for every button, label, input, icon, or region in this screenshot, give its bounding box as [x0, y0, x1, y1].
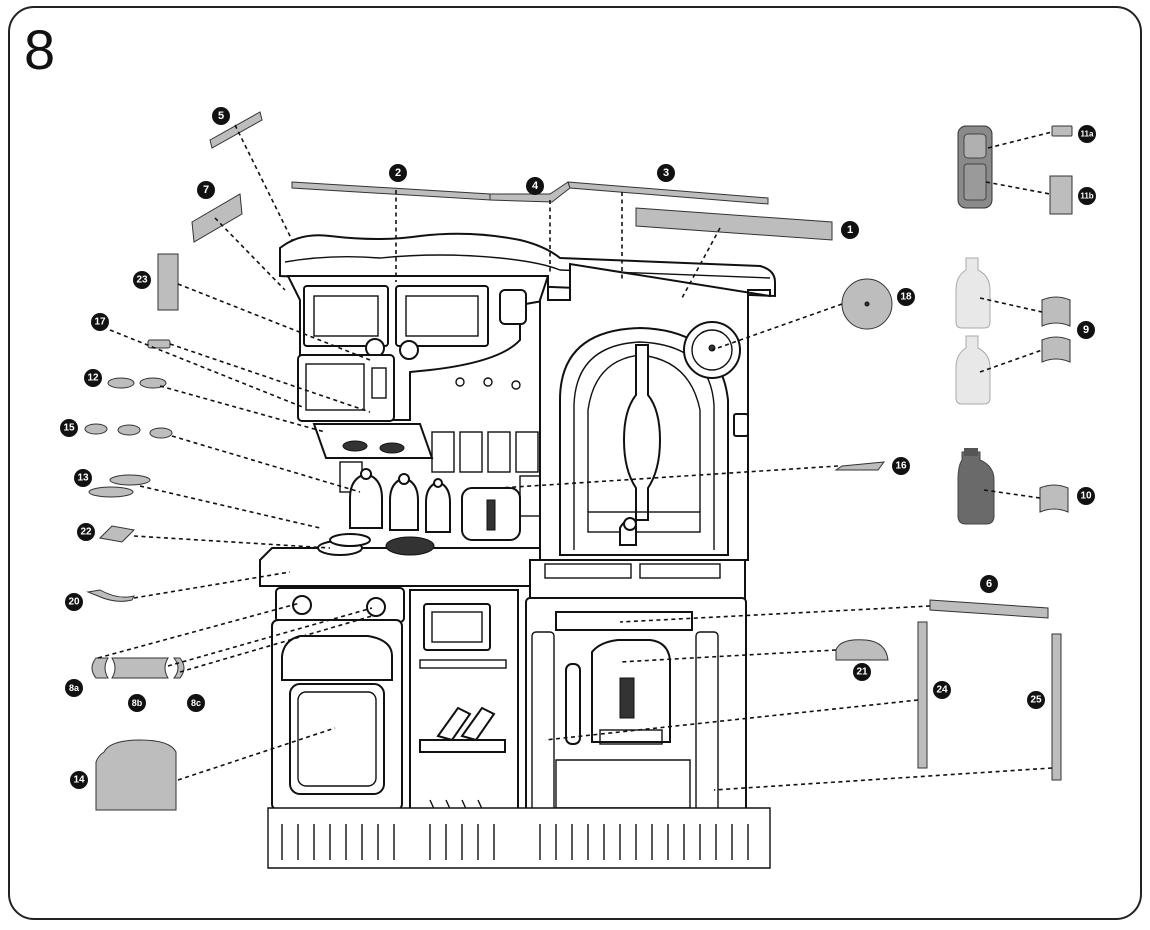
svg-text:23: 23 [136, 275, 148, 286]
callout-10: 10 [1077, 487, 1095, 505]
sticker-3 [567, 181, 769, 205]
svg-text:8b: 8b [132, 698, 143, 708]
callout-11a: 11a [1078, 125, 1096, 143]
callout-23: 23 [133, 271, 151, 289]
sticker-10 [1039, 484, 1069, 513]
sticker-20 [86, 589, 135, 602]
callout-3: 3 [657, 164, 675, 182]
callout-4: 4 [526, 177, 544, 195]
callout-24: 24 [933, 681, 951, 699]
callout-8a: 8a [65, 679, 83, 697]
callout-2: 2 [389, 164, 407, 182]
callout-6: 6 [980, 575, 998, 593]
svg-text:8a: 8a [69, 683, 80, 693]
callout-21: 21 [853, 663, 871, 681]
callout-16: 16 [892, 457, 910, 475]
callout-15: 15 [60, 419, 78, 437]
callout-14: 14 [70, 771, 88, 789]
callout-8c: 8c [187, 694, 205, 712]
callout-22: 22 [77, 523, 95, 541]
svg-text:11a: 11a [1081, 130, 1094, 139]
svg-text:22: 22 [80, 527, 92, 538]
svg-text:5: 5 [218, 110, 224, 122]
svg-text:25: 25 [1030, 695, 1042, 706]
sticker-17 [147, 339, 171, 349]
sticker-9a [1041, 296, 1071, 327]
sticker-16 [834, 461, 886, 471]
callout-7: 7 [197, 181, 215, 199]
callout-8b: 8b [128, 694, 146, 712]
svg-text:8c: 8c [191, 698, 201, 708]
sticker-2 [291, 181, 491, 201]
kitchen-base [267, 807, 771, 869]
svg-text:11b: 11b [1080, 192, 1093, 201]
sticker-8a [91, 657, 109, 679]
svg-text:6: 6 [986, 578, 992, 590]
sticker-25 [1051, 633, 1062, 781]
svg-text:21: 21 [856, 667, 868, 678]
sticker-15b [117, 424, 141, 436]
svg-text:1: 1 [847, 224, 853, 236]
sticker-8b [111, 657, 169, 679]
callout-5: 5 [212, 107, 230, 125]
callout-25: 25 [1027, 691, 1045, 709]
play-kitchen [259, 232, 776, 869]
svg-text:20: 20 [68, 597, 80, 608]
svg-text:24: 24 [936, 685, 948, 696]
sticker-12a [107, 377, 135, 389]
svg-text:18: 18 [900, 292, 912, 303]
sticker-13a [109, 474, 151, 486]
svg-text:3: 3 [663, 167, 669, 179]
sticker-13b [88, 486, 134, 498]
sticker-12b [139, 377, 167, 389]
sticker-15a [84, 423, 108, 435]
sticker-7 [191, 193, 243, 243]
svg-text:16: 16 [895, 461, 907, 472]
step-number: 8 [24, 18, 56, 81]
sticker-6 [929, 599, 1049, 619]
sticker-11a [1051, 125, 1073, 137]
sticker-1 [635, 207, 833, 241]
diagram-frame [8, 6, 1142, 920]
callouts: 1 2 3 4 5 6 7 8a 8b 8c 9 10 11a 11b 12 1… [60, 107, 1096, 789]
sticker-24 [917, 621, 928, 769]
callout-20: 20 [65, 593, 83, 611]
accessories [955, 125, 995, 525]
stickers [84, 111, 1073, 811]
svg-text:9: 9 [1083, 324, 1089, 336]
svg-text:2: 2 [395, 167, 401, 179]
callout-18: 18 [897, 288, 915, 306]
leader-lines [97, 124, 1053, 791]
sticker-15c [149, 427, 173, 439]
svg-text:10: 10 [1080, 491, 1092, 502]
sticker-9b [1041, 336, 1071, 363]
canisters [349, 468, 451, 533]
svg-text:13: 13 [77, 473, 89, 484]
sticker-14 [95, 739, 177, 811]
svg-text:15: 15 [63, 423, 75, 434]
callout-12: 12 [84, 369, 102, 387]
callout-1: 1 [841, 221, 859, 239]
sticker-23 [157, 253, 179, 311]
callout-17: 17 [91, 313, 109, 331]
svg-text:7: 7 [203, 184, 209, 196]
sticker-22 [98, 525, 136, 543]
callout-11b: 11b [1078, 187, 1096, 205]
sticker-11b [1049, 175, 1073, 215]
svg-text:12: 12 [87, 373, 99, 384]
callout-9: 9 [1077, 321, 1095, 339]
svg-text:4: 4 [532, 180, 539, 192]
sticker-8c [172, 657, 185, 679]
callout-13: 13 [74, 469, 92, 487]
svg-text:17: 17 [94, 317, 106, 328]
sticker-21 [835, 639, 889, 661]
sticker-5 [209, 111, 263, 149]
svg-text:14: 14 [73, 775, 85, 786]
